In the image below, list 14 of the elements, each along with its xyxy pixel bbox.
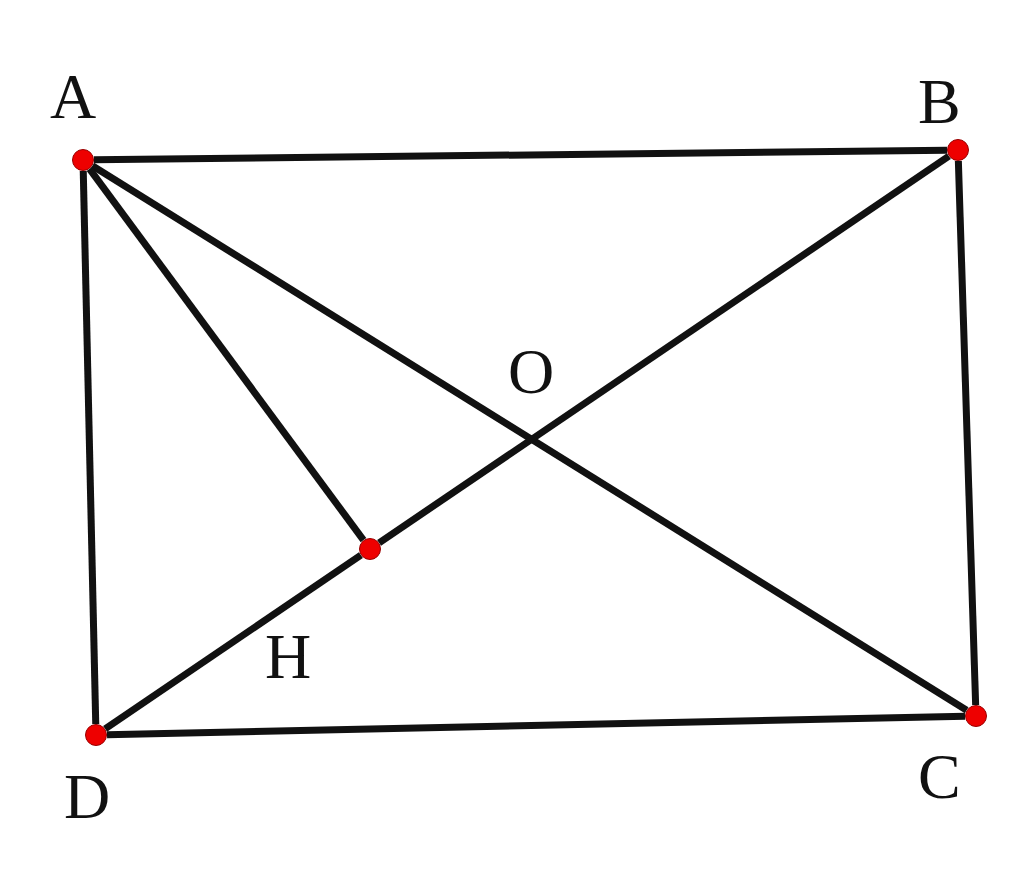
- line-segment: [86, 166, 367, 543]
- line-segment: [106, 712, 966, 739]
- line-segment: [93, 146, 948, 164]
- line-segment: [377, 153, 951, 546]
- point-label: C: [918, 745, 961, 809]
- line-segment: [103, 552, 363, 732]
- line-segment: [90, 162, 969, 714]
- point-label: O: [508, 340, 555, 404]
- point-label: B: [918, 70, 961, 134]
- line-segment: [954, 160, 980, 706]
- point-label: H: [265, 625, 312, 689]
- point-label: A: [50, 65, 97, 129]
- line-segment: [79, 170, 100, 725]
- point-label: D: [64, 765, 111, 829]
